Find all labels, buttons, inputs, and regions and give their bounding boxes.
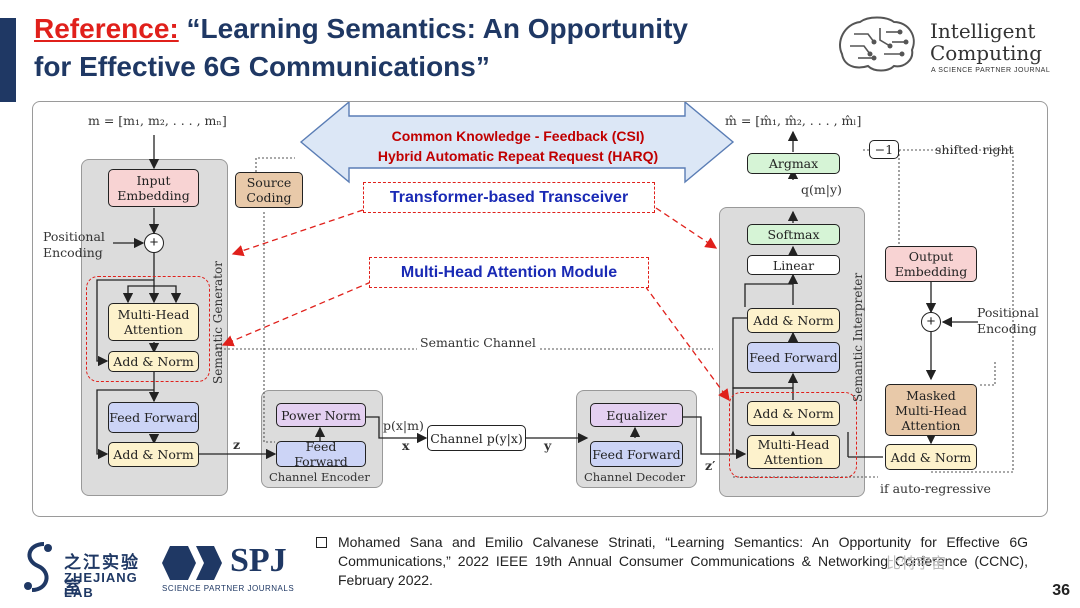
add-circle-right-icon: + xyxy=(921,312,941,332)
spj-subtitle: SCIENCE PARTNER JOURNALS xyxy=(162,584,295,593)
output-embedding-block: Output Embedding xyxy=(885,246,977,282)
q-m-given-y-label: q(m|y) xyxy=(801,182,842,197)
zhejiang-lab-icon xyxy=(24,542,52,592)
y-label: y xyxy=(544,438,552,453)
positional-encoding-right: Positional Encoding xyxy=(977,305,1039,336)
spj-text: SPJ xyxy=(230,542,287,579)
title-line-2: for Effective 6G Communications” xyxy=(34,51,490,82)
channel-decoder-label: Channel Decoder xyxy=(584,470,686,484)
minus-one-block: −1 xyxy=(869,140,899,159)
shifted-right-label: shifted right xyxy=(935,142,1014,157)
intelligent-computing-logo: Intelligent Computing A SCIENCE PARTNER … xyxy=(834,14,1066,82)
semantic-channel-label: Semantic Channel xyxy=(417,335,539,350)
int-feed-forward-block: Feed Forward xyxy=(747,342,840,373)
feedback-banner-text: Common Knowledge - Feedback (CSI) Hybrid… xyxy=(343,126,693,166)
gen-multi-head-attention-block: Multi-Head Attention xyxy=(108,303,199,341)
right-add-norm-block: Add & Norm xyxy=(885,444,977,470)
dec-feed-forward-block: Feed Forward xyxy=(590,441,683,467)
px-given-m-label: p(x|m) xyxy=(383,418,424,433)
page-number: 36 xyxy=(1052,582,1070,599)
gen-add-norm-2-block: Add & Norm xyxy=(108,442,199,467)
reference-label: Reference: xyxy=(34,13,179,44)
source-coding-block: Source Coding xyxy=(235,172,303,208)
gen-feed-forward-block: Feed Forward xyxy=(108,402,199,433)
callout-multi-head-attention: Multi-Head Attention Module xyxy=(369,257,649,288)
gen-add-norm-1-block: Add & Norm xyxy=(108,351,199,372)
citation-text: Mohamed Sana and Emilio Calvanese Strina… xyxy=(338,534,1028,588)
linear-block: Linear xyxy=(747,255,840,275)
spj-hex-icon xyxy=(162,546,222,580)
argmax-block: Argmax xyxy=(747,153,840,174)
positional-encoding-left: Positional Encoding xyxy=(43,229,105,260)
title-line-1: “Learning Semantics: An Opportunity xyxy=(186,13,688,44)
add-circle-icon: + xyxy=(144,233,164,253)
logo-line-1: Intelligent xyxy=(930,19,1036,43)
int-add-norm-top-block: Add & Norm xyxy=(747,308,840,333)
if-autoregressive-label: if auto-regressive xyxy=(880,481,991,496)
banner-line-1: Common Knowledge - Feedback (CSI) xyxy=(391,128,645,144)
channel-block: Channel p(y|x) xyxy=(427,425,526,451)
connector-lines xyxy=(96,102,1014,478)
zhejiang-en: ZHEJIANG LAB xyxy=(64,570,138,600)
slide-title: Reference: “Learning Semantics: An Oppor… xyxy=(34,10,834,86)
input-sequence-label: m = [m₁, m₂, . . . , mₙ] xyxy=(88,113,227,128)
watermark: 比特宇宙 xyxy=(886,554,947,572)
zhejiang-cn: 之江实验室 xyxy=(64,553,140,598)
power-norm-block: Power Norm xyxy=(276,403,366,427)
brain-circuit-icon xyxy=(839,16,915,72)
banner-double-arrow xyxy=(299,102,735,184)
zhejiang-lab-logo: 之江实验室 ZHEJIANG LAB xyxy=(18,540,158,600)
banner-line-2: Hybrid Automatic Repeat Request (HARQ) xyxy=(377,148,659,164)
logo-line-2: Computing xyxy=(930,41,1043,65)
input-embedding-block: Input Embedding xyxy=(108,169,199,207)
citation-bullet-icon xyxy=(316,537,327,548)
z-prime-label: z′ xyxy=(705,458,716,473)
enc-feed-forward-block: Feed Forward xyxy=(276,439,366,469)
int-add-norm-mid-block: Add & Norm xyxy=(747,401,840,426)
int-multi-head-attention-block: Multi-Head Attention xyxy=(747,435,840,469)
logo-tagline: A SCIENCE PARTNER JOURNAL xyxy=(931,67,1051,74)
architecture-figure: Common Knowledge - Feedback (CSI) Hybrid… xyxy=(32,101,1048,517)
interpreter-attention-highlight xyxy=(729,392,857,478)
equalizer-block: Equalizer xyxy=(590,403,683,427)
softmax-block: Softmax xyxy=(747,224,840,245)
channel-encoder-label: Channel Encoder xyxy=(269,470,370,484)
callout-transformer: Transformer-based Transceiver xyxy=(363,182,655,213)
semantic-interpreter-label: Semantic Interpreter xyxy=(851,272,865,402)
masked-multi-head-attention-block: Masked Multi-Head Attention xyxy=(885,384,977,436)
left-accent-bar xyxy=(0,18,16,102)
x-label: x xyxy=(402,438,410,453)
semantic-generator-label: Semantic Generator xyxy=(211,261,225,384)
output-sequence-label: m̂ = [m̂₁, m̂₂, . . . , m̂ₗ] xyxy=(725,113,862,128)
generator-attention-highlight xyxy=(86,276,210,382)
z-label: z xyxy=(233,437,241,452)
spj-logo: SPJ SCIENCE PARTNER JOURNALS xyxy=(160,542,300,596)
